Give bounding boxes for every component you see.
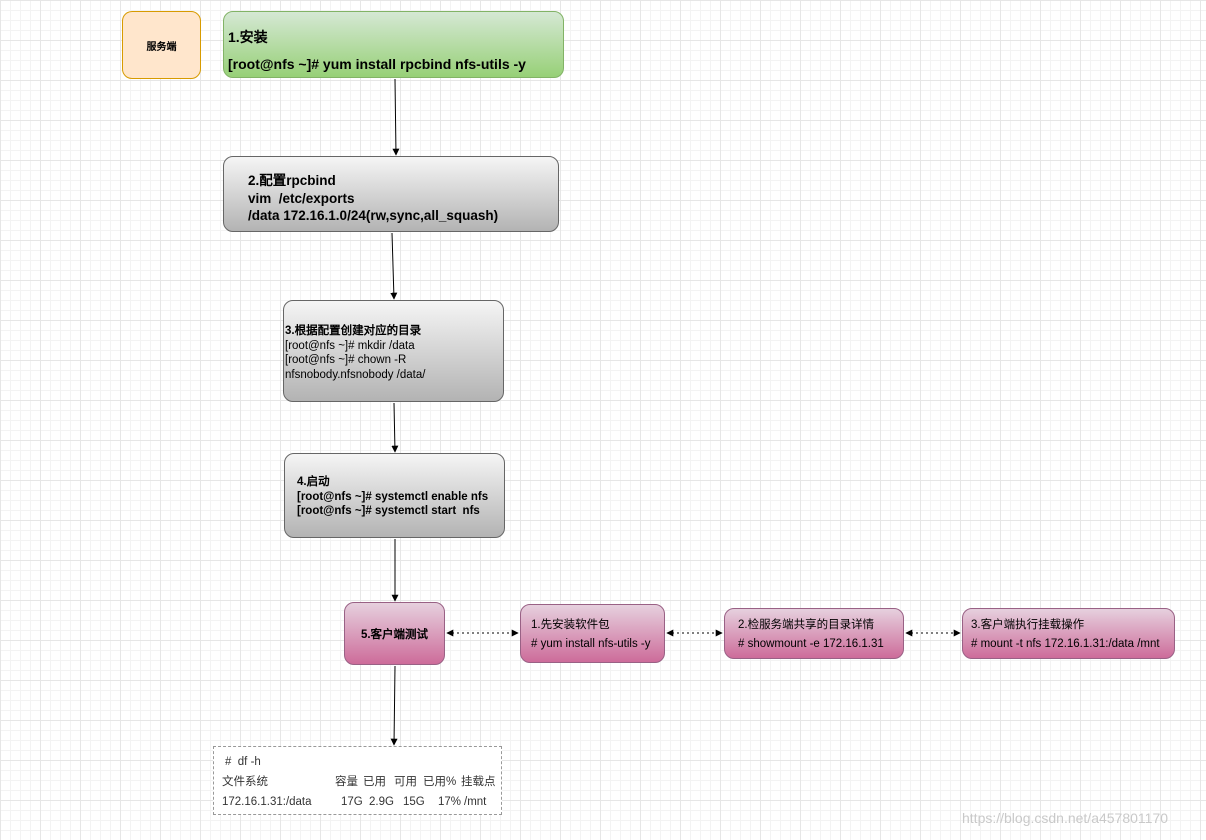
edge-step5-df <box>390 665 398 746</box>
df-cell-avail: 15G <box>403 796 425 808</box>
client3-mount-node[interactable]: 3.客户端执行挂载操作 # mount -t nfs 172.16.1.31:/… <box>962 608 1175 659</box>
step2-config-node[interactable]: 2.配置rpcbind vim /etc/exports /data 172.1… <box>223 156 559 232</box>
edge-step1-step2 <box>392 78 400 156</box>
client3-title: 3.客户端执行挂载操作 <box>971 619 1085 631</box>
df-header-row: 文件系统 容量已用可用已用% 挂载点 <box>222 772 501 792</box>
step5-title: 5.客户端测试 <box>360 628 429 641</box>
edge-step2-step3 <box>390 232 398 300</box>
step4-title: 4.启动 <box>297 476 330 488</box>
server-label-text: 服务端 <box>146 41 177 53</box>
step1-title: 1.安装 <box>228 29 268 45</box>
edge-step3-step4 <box>391 402 399 453</box>
df-cell-filesystem: 172.16.1.31:/data <box>222 796 312 808</box>
client1-title: 1.先安装软件包 <box>531 619 610 631</box>
server-label-node[interactable]: 服务端 <box>122 11 201 79</box>
df-command: # df -h <box>225 756 261 768</box>
step3-title: 3.根据配置创建对应的目录 <box>285 325 422 337</box>
step4-line1: [root@nfs ~]# systemctl enable nfs <box>297 490 489 503</box>
step4-line2: [root@nfs ~]# systemctl start nfs <box>297 505 480 517</box>
client2-command: # showmount -e 172.16.1.31 <box>738 638 884 650</box>
df-cell-use-percent: 17% <box>438 796 462 808</box>
df-header-mounted-on: 挂载点 <box>461 776 496 788</box>
df-header-avail: 可用 <box>394 776 417 788</box>
df-cell-mounted-on: /mnt <box>464 796 487 808</box>
df-output-box[interactable]: # df -h 文件系统 容量已用可用已用% 挂载点 172.16.1.31:/da… <box>213 746 502 815</box>
client1-install-node[interactable]: 1.先安装软件包 # yum install nfs-utils -y <box>520 604 665 663</box>
df-header-used: 已用 <box>363 776 386 788</box>
step2-title: 2.配置rpcbind <box>248 173 336 188</box>
client1-command: # yum install nfs-utils -y <box>531 638 651 650</box>
step1-command: [root@nfs ~]# yum install rpcbind nfs-ut… <box>228 56 526 72</box>
df-header-use-percent: 已用% <box>423 776 457 788</box>
df-cell-size: 17G <box>341 796 363 808</box>
step4-start-node[interactable]: 4.启动 [root@nfs ~]# systemctl enable nfs … <box>284 453 505 538</box>
df-header-filesystem: 文件系统 <box>222 776 268 788</box>
step3-line1: [root@nfs ~]# mkdir /data <box>285 339 415 352</box>
df-cell-used: 2.9G <box>369 796 394 808</box>
watermark-text: https://blog.csdn.net/a457801170 <box>962 810 1169 826</box>
client3-command: # mount -t nfs 172.16.1.31:/data /mnt <box>971 638 1160 650</box>
step3-mkdir-node[interactable]: 3.根据配置创建对应的目录 [root@nfs ~]# mkdir /data … <box>283 300 504 402</box>
step1-install-node[interactable]: 1.安装 [root@nfs ~]# yum install rpcbind n… <box>223 11 564 78</box>
step2-line1: vim /etc/exports <box>248 190 355 206</box>
df-data-row: 172.16.1.31:/data 17G 2.9G 15G 17%/mnt <box>222 792 501 812</box>
client2-title: 2.检服务端共享的目录详情 <box>738 619 875 631</box>
df-header-size: 容量 <box>335 776 358 788</box>
step3-line3: nfsnobody.nfsnobody /data/ <box>285 368 426 381</box>
step2-line2: /data 172.16.1.0/24(rw,sync,all_squash) <box>248 208 499 223</box>
step3-line2: [root@nfs ~]# chown -R <box>285 354 407 366</box>
client2-showmount-node[interactable]: 2.检服务端共享的目录详情 # showmount -e 172.16.1.31 <box>724 608 904 659</box>
step5-client-test-node[interactable]: 5.客户端测试 <box>344 602 445 665</box>
